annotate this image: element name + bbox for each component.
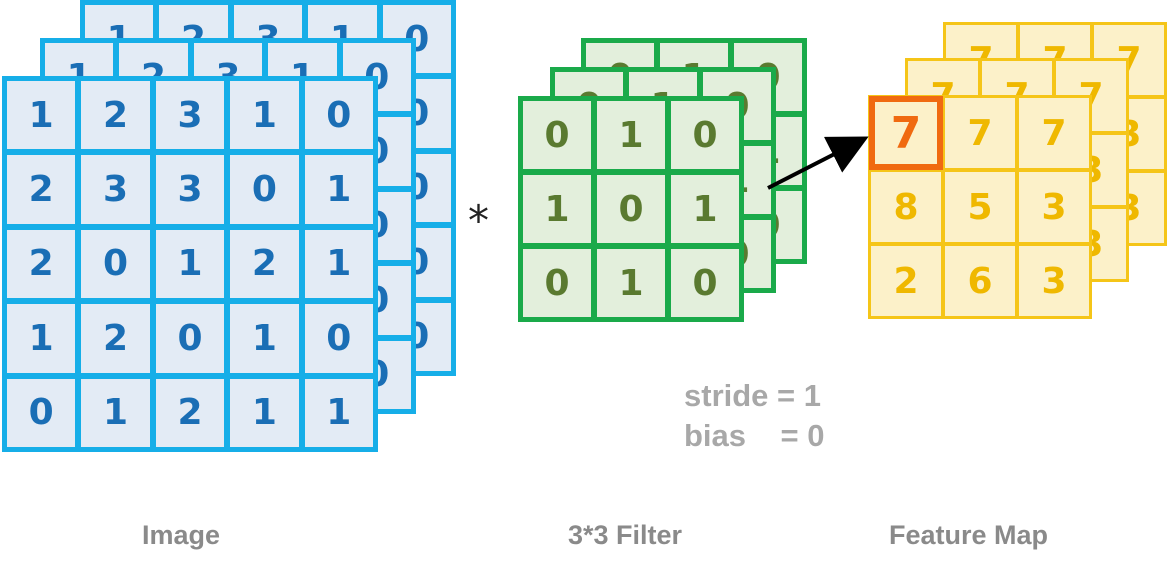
image-cell: 0 <box>152 301 228 376</box>
image-cell: 1 <box>301 375 376 450</box>
filter-cell: 1 <box>594 246 668 320</box>
feature_map-cell: 2 <box>869 244 943 318</box>
feature_map-cell: 7 <box>1017 96 1091 170</box>
filter-cell: 0 <box>520 246 594 320</box>
image-cell: 1 <box>301 226 376 302</box>
image-cell: 3 <box>78 152 153 227</box>
image-cell: 3 <box>152 152 228 227</box>
image-cell: 2 <box>78 78 153 153</box>
image-cell: 1 <box>4 301 79 376</box>
feature_map-cell: 7 <box>869 96 943 170</box>
feature_map-cell: 7 <box>943 96 1017 170</box>
image-cell: 2 <box>4 226 79 302</box>
image-cell: 1 <box>78 375 153 450</box>
feature-map-caption: Feature Map <box>889 520 1049 550</box>
stride-label: stride = 1 <box>684 378 821 413</box>
image-cell: 0 <box>301 301 376 376</box>
image-cell: 2 <box>227 226 302 302</box>
image-cell: 1 <box>4 78 79 153</box>
filter-cell: 0 <box>668 246 742 320</box>
image-cell: 2 <box>78 301 153 376</box>
filter-cell: 0 <box>520 98 594 172</box>
image-caption: Image <box>142 520 221 550</box>
image-cell: 1 <box>227 301 302 376</box>
image-cell: 0 <box>301 78 376 153</box>
feature_map-cell: 5 <box>943 170 1017 244</box>
image-cell: 3 <box>152 78 228 153</box>
feature_map-cell: 3 <box>1017 170 1091 244</box>
image-cell: 1 <box>227 78 302 153</box>
filter-caption: 3*3 Filter <box>568 520 683 550</box>
image-cell: 0 <box>227 152 302 227</box>
image-cell: 2 <box>4 152 79 227</box>
filter-cell: 0 <box>668 98 742 172</box>
image-cell: 1 <box>227 375 302 450</box>
image-cell: 2 <box>152 375 228 450</box>
filter-cell: 0 <box>594 172 668 246</box>
filter-cell: 1 <box>594 98 668 172</box>
image-cell: 1 <box>301 152 376 227</box>
convolution-operator: * <box>468 196 489 245</box>
filter-cell: 1 <box>520 172 594 246</box>
image-cell: 1 <box>152 226 228 302</box>
feature_map-cell: 8 <box>869 170 943 244</box>
filter-cell: 1 <box>668 172 742 246</box>
feature_map-cell: 6 <box>943 244 1017 318</box>
image-cell: 0 <box>78 226 153 302</box>
bias-label: bias = 0 <box>684 418 825 453</box>
feature_map-cell: 3 <box>1017 244 1091 318</box>
image-cell: 0 <box>4 375 79 450</box>
